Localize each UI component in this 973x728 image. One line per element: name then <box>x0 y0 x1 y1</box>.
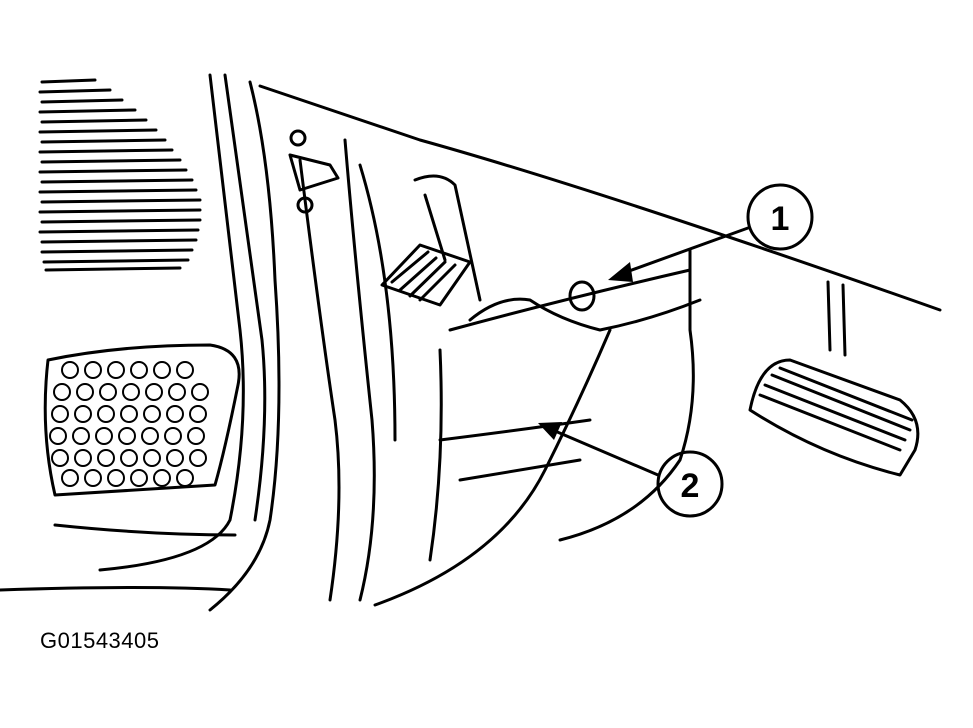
a-pillar <box>208 80 942 612</box>
speaker-hole <box>51 405 69 423</box>
speaker-hole <box>120 405 138 423</box>
speaker-hole <box>166 405 184 423</box>
hinge-bolts <box>288 129 340 214</box>
speaker-hole <box>143 405 161 423</box>
speaker-hole <box>189 449 207 467</box>
left-pedal <box>380 174 482 307</box>
callout-1-label: 1 <box>771 200 790 238</box>
callout-2-label: 2 <box>681 467 700 505</box>
speaker-hole <box>143 449 161 467</box>
speaker-hole <box>74 405 92 423</box>
speaker-hole <box>145 383 163 401</box>
footwell-panel-hole <box>568 280 596 312</box>
speaker-hole <box>74 449 92 467</box>
speaker-hole <box>72 427 90 445</box>
speaker-hole <box>107 361 125 379</box>
speaker-hole <box>168 383 186 401</box>
speaker-hole <box>97 449 115 467</box>
speaker-hole <box>141 427 159 445</box>
speaker-hole <box>122 383 140 401</box>
speaker-hole <box>61 469 79 487</box>
speaker-hole <box>166 449 184 467</box>
speaker-hole <box>76 383 94 401</box>
speaker-hole <box>153 469 171 487</box>
speaker-hole <box>84 361 102 379</box>
callout-1: 1 <box>608 183 814 282</box>
footwell-kick-panel <box>373 248 702 607</box>
speaker-hole <box>153 361 171 379</box>
speaker-hole <box>118 427 136 445</box>
speaker-hole <box>176 361 194 379</box>
speaker-hole <box>97 405 115 423</box>
door-speaker-grille <box>38 78 202 272</box>
speaker-hole <box>191 383 209 401</box>
speaker-hole <box>51 449 69 467</box>
speaker-hole <box>189 405 207 423</box>
speaker-hole <box>176 469 194 487</box>
callout-2: 2 <box>538 422 724 518</box>
speaker-hole <box>187 427 205 445</box>
speaker-hole <box>61 361 79 379</box>
speaker-hole <box>120 449 138 467</box>
speaker-hole <box>107 469 125 487</box>
figure-id: G01543405 <box>40 628 160 653</box>
speaker-hole <box>95 427 113 445</box>
lower-speaker-grille <box>43 343 241 497</box>
speaker-hole <box>99 383 117 401</box>
accelerator-pedal <box>748 280 920 477</box>
speaker-hole <box>130 469 148 487</box>
speaker-hole <box>164 427 182 445</box>
speaker-hole <box>84 469 102 487</box>
door-edge <box>0 73 267 592</box>
speaker-hole <box>49 427 67 445</box>
speaker-hole <box>53 383 71 401</box>
speaker-hole <box>130 361 148 379</box>
